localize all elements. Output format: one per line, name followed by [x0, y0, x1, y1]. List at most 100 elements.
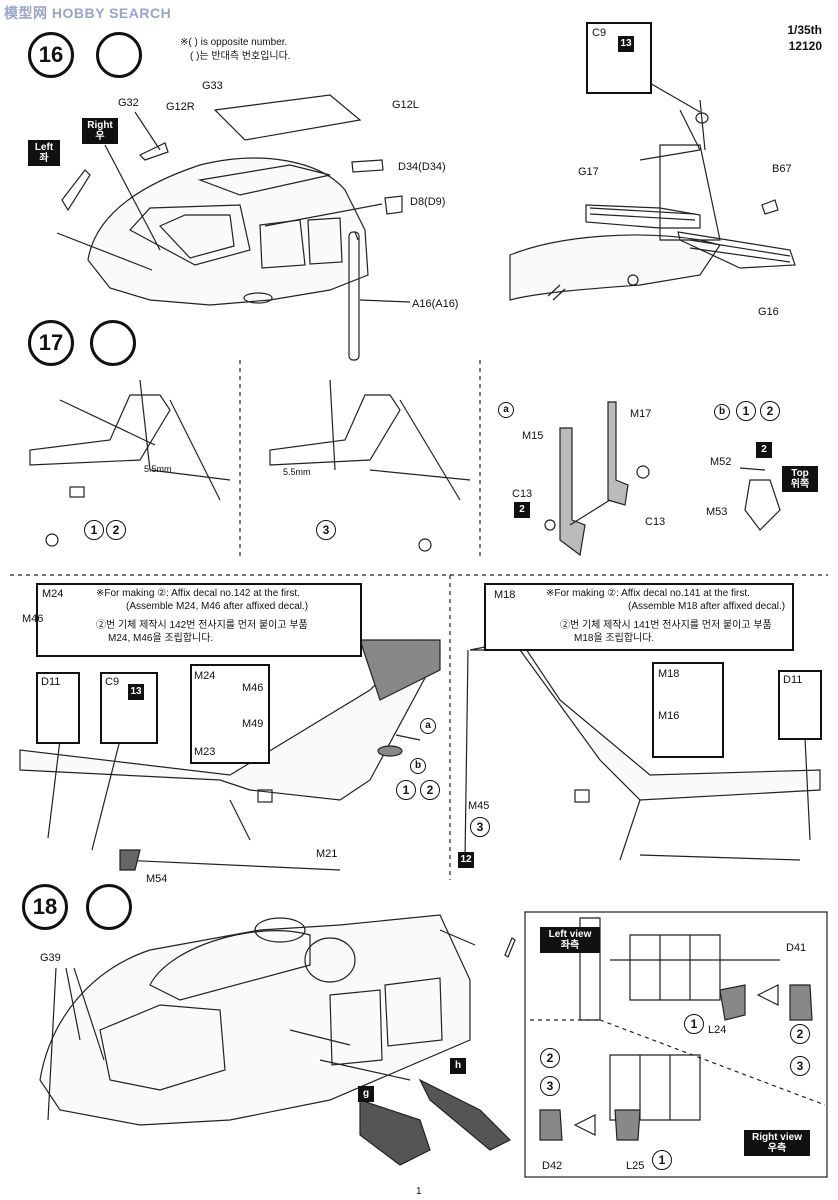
- inset-part-label: D11: [783, 674, 803, 686]
- cement-icon: [96, 32, 142, 78]
- left-view-tag: Left view 좌측: [540, 927, 600, 953]
- part-label: B67: [772, 163, 792, 175]
- part-label: D42: [542, 1160, 563, 1172]
- note-ko-2: M18을 조립합니다.: [574, 633, 655, 644]
- note-ko-1: ②번 기체 제작시 141번 전사지를 먼저 붙이고 부품: [560, 620, 772, 631]
- step-17-number: 17: [28, 320, 74, 366]
- option-badge: 1: [84, 520, 104, 540]
- dimension-label: 5.5mm: [283, 467, 311, 477]
- inset-c9-left: C9 13: [100, 672, 158, 744]
- part-label: G32: [118, 97, 139, 109]
- header-block: 1/35th 12120: [770, 22, 822, 54]
- part-label: G33: [202, 80, 223, 92]
- part-label: M15: [522, 430, 544, 442]
- option-badge: 2: [540, 1048, 560, 1068]
- marker-b: b: [714, 404, 730, 420]
- note-ko-1: ②번 기체 제작시 142번 전사지를 먼저 붙이고 부품: [96, 620, 308, 631]
- left-view-ko: 좌측: [560, 940, 580, 951]
- part-label: G17: [578, 166, 599, 178]
- part-label: G12L: [392, 99, 419, 111]
- tag-left: Left 좌: [28, 140, 60, 166]
- part-label: D34(D34): [398, 161, 446, 173]
- badge: 2: [756, 442, 772, 458]
- part-label: M16: [658, 710, 680, 722]
- part-label: M52: [710, 456, 732, 468]
- top-en: Top: [791, 468, 809, 479]
- top-arrow-tag: Top 위쪽: [782, 466, 818, 492]
- note-box-right: M18 ※For making ②: Affix decal no.141 at…: [484, 583, 794, 651]
- inset-part-label: C9: [105, 676, 120, 688]
- inset-c9: C9 13: [586, 22, 652, 94]
- note-en-2: (Assemble M24, M46 after affixed decal.): [126, 601, 309, 612]
- tag-left-en: Left: [34, 142, 54, 153]
- part-label: G39: [40, 952, 61, 964]
- inset-badge: 13: [618, 36, 634, 52]
- option-badge: 1: [684, 1014, 704, 1034]
- top-ko: 위쪽: [790, 479, 810, 490]
- step16-note-ko: ( )는 반대측 번호입니다.: [190, 51, 291, 62]
- badge: 2: [514, 502, 530, 518]
- marker-h: h: [450, 1058, 466, 1074]
- tag-right-en: Right: [87, 120, 113, 131]
- note-box-left: M24 M46 ※For making ②: Affix decal no.14…: [22, 583, 362, 657]
- inset-d11-left: D11: [36, 672, 80, 744]
- note-en-1: ※For making ②: Affix decal no.141 at the…: [546, 588, 750, 599]
- option-badge: 3: [470, 817, 490, 837]
- part-label: C13: [512, 488, 533, 500]
- marker-a: a: [420, 718, 436, 734]
- inset-m18-group: M18 M16: [652, 662, 724, 758]
- part-label: L24: [708, 1024, 727, 1036]
- part-label: L25: [626, 1160, 645, 1172]
- marker-g: g: [358, 1086, 374, 1102]
- part-label: M54: [146, 873, 168, 885]
- part-label: G12R: [166, 101, 195, 113]
- part-label: G16: [758, 306, 779, 318]
- option-badge: 3: [790, 1056, 810, 1076]
- inset-badge: 13: [128, 684, 144, 700]
- part-label: M23: [194, 746, 216, 758]
- part-label: M45: [468, 800, 490, 812]
- badge: 12: [458, 852, 474, 868]
- tag-right: Right 우: [82, 118, 118, 144]
- inset-d11-right: D11: [778, 670, 822, 740]
- right-view-en: Right view: [751, 1132, 802, 1143]
- part-label: M24: [194, 670, 216, 682]
- option-badge: 2: [106, 520, 126, 540]
- part-label: M49: [242, 718, 264, 730]
- right-view-tag: Right view 우측: [744, 1130, 810, 1156]
- dimension-label: 5.5mm: [144, 464, 172, 474]
- tag-left-ko: 좌: [39, 153, 49, 164]
- part-label: M18: [494, 589, 516, 601]
- inset-part-label: D11: [41, 676, 61, 688]
- part-label: M21: [316, 848, 338, 860]
- part-label: D8(D9): [410, 196, 446, 208]
- left-view-en: Left view: [548, 929, 592, 940]
- part-label: A16(A16): [412, 298, 459, 310]
- part-label: M24: [42, 588, 64, 600]
- part-label: M17: [630, 408, 652, 420]
- note-ko-2: M24, M46을 조립합니다.: [108, 633, 214, 644]
- part-label: M46: [22, 613, 44, 625]
- cement-icon: [86, 884, 132, 930]
- option-badge: 3: [316, 520, 336, 540]
- option-badge: 1: [652, 1150, 672, 1170]
- right-view-ko: 우측: [767, 1143, 787, 1154]
- inset-m24-group: M24 M46 M49 M23: [190, 664, 270, 764]
- option-badge: 1: [736, 401, 756, 421]
- option-badge: 3: [540, 1076, 560, 1096]
- part-label: D41: [786, 942, 807, 954]
- inset-part-label: C9: [592, 27, 607, 39]
- note-en-2: (Assemble M18 after affixed decal.): [628, 601, 786, 612]
- option-badge: 2: [790, 1024, 810, 1044]
- option-badge: 1: [396, 780, 416, 800]
- page-number: 1: [416, 1186, 422, 1197]
- scale-label: 1/35th: [787, 23, 822, 37]
- option-badge: 2: [760, 401, 780, 421]
- watermark: 模型网 HOBBY SEARCH: [4, 5, 172, 21]
- part-label: M46: [242, 682, 264, 694]
- step16-note-en: ※( ) is opposite number.: [180, 37, 288, 48]
- step-18-number: 18: [22, 884, 68, 930]
- cement-icon: [90, 320, 136, 366]
- option-badge: 2: [420, 780, 440, 800]
